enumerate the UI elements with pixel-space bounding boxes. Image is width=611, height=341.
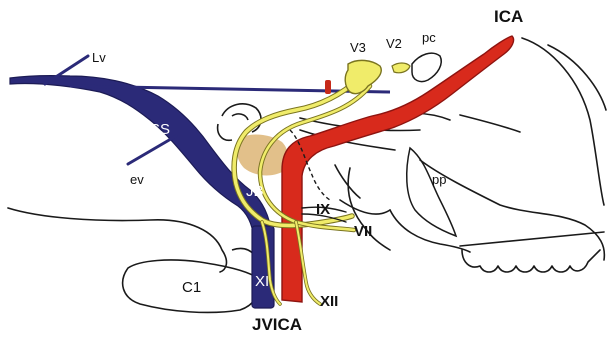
label-ts: TS [30,91,49,108]
label-v2: V2 [386,36,402,51]
clip-marker [325,80,331,94]
label-xii: XII [320,293,338,310]
transverse-sinus [10,76,272,300]
label-ica: ICA [494,7,523,26]
v2-branch [392,63,410,73]
venous-sinus [10,76,274,308]
jugular-vein [252,226,274,308]
pterygoid-process [407,148,456,236]
label-ss: SS [150,121,170,138]
label-pc: pc [422,30,436,45]
label-ix: IX [316,201,330,218]
label-v3: V3 [350,40,366,55]
label-lv: Lv [92,50,106,65]
label-c1: C1 [182,279,201,296]
label-jvica: JVICA [252,315,302,334]
label-jb: JB [246,183,264,200]
label-ev: ev [130,172,144,187]
label-vii: VII [354,223,372,240]
pc-outline [412,53,441,81]
v3-ganglion [345,60,381,93]
label-pp: pp [432,172,446,187]
ev-pointer [128,136,176,164]
internal-carotid-artery [282,36,514,302]
label-xi: XI [255,273,269,290]
